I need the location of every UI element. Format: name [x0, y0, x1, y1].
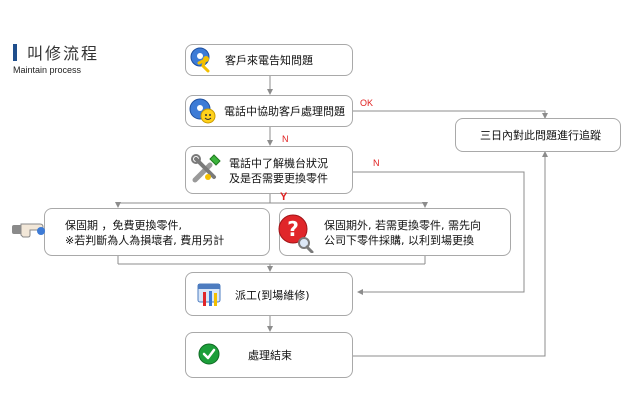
node-phone-assist: 電話中協助客戶處理問題 — [185, 95, 353, 127]
node-dispatch-label: 派工(到場維修) — [235, 289, 310, 302]
svg-text:?: ? — [287, 217, 299, 241]
node-follow-up: 三日內對此問題進行追蹤 — [455, 118, 621, 152]
title-accent-bar — [13, 44, 17, 61]
smiley-chat-icon — [189, 98, 217, 129]
node-diagnose-line2: 及是否需要更換零件 — [229, 172, 328, 185]
node-finished-label: 處理結束 — [248, 349, 292, 362]
node-customer-call: 客戶來電告知問題 — [185, 44, 353, 76]
edge-assist-followup — [353, 110, 548, 119]
node-diagnose: 電話中了解機台狀況 及是否需要更換零件 — [185, 146, 353, 194]
node-in-warranty-line1: 保固期 ，免費更換零件, — [65, 219, 182, 232]
title-english: Maintain process — [13, 65, 82, 75]
edge-label-y: Y — [280, 191, 288, 203]
title-chinese: 叫修流程 — [27, 44, 100, 63]
node-follow-up-label: 三日內對此問題進行追蹤 — [480, 129, 601, 142]
toolbox-icon — [197, 282, 223, 312]
pointing-hand-icon — [10, 216, 50, 246]
node-dispatch: 派工(到場維修) — [185, 272, 353, 316]
person-call-icon — [189, 47, 215, 77]
node-customer-call-label: 客戶來電告知問題 — [225, 54, 313, 67]
edge-done-followup — [353, 151, 548, 357]
node-in-warranty: 保固期 ，免費更換零件, ※若判斷為人為損壞者, 費用另計 — [44, 208, 270, 256]
edge-label-ok: OK — [360, 98, 374, 108]
node-out-warranty: ? 保固期外, 若需更換零件, 需先向 公司下零件採購, 以利到場更換 — [277, 208, 511, 257]
node-in-warranty-line2: ※若判斷為人為損壞者, 費用另計 — [65, 234, 225, 247]
node-diagnose-line1: 電話中了解機台狀況 — [229, 157, 328, 170]
node-out-warranty-line1: 保固期外, 若需更換零件, 需先向 — [324, 219, 481, 232]
node-finished: 處理結束 — [185, 332, 353, 378]
check-circle-icon — [197, 342, 221, 370]
node-out-warranty-line2: 公司下零件採購, 以利到場更換 — [324, 234, 474, 247]
question-search-icon: ? — [277, 213, 315, 257]
edge-diagnose-dispatch-n — [353, 171, 525, 295]
tools-icon — [190, 153, 222, 189]
edge-label-n-diagnose: N — [373, 158, 380, 168]
node-phone-assist-label: 電話中協助客戶處理問題 — [224, 105, 345, 118]
edge-label-n-assist: N — [282, 134, 289, 144]
